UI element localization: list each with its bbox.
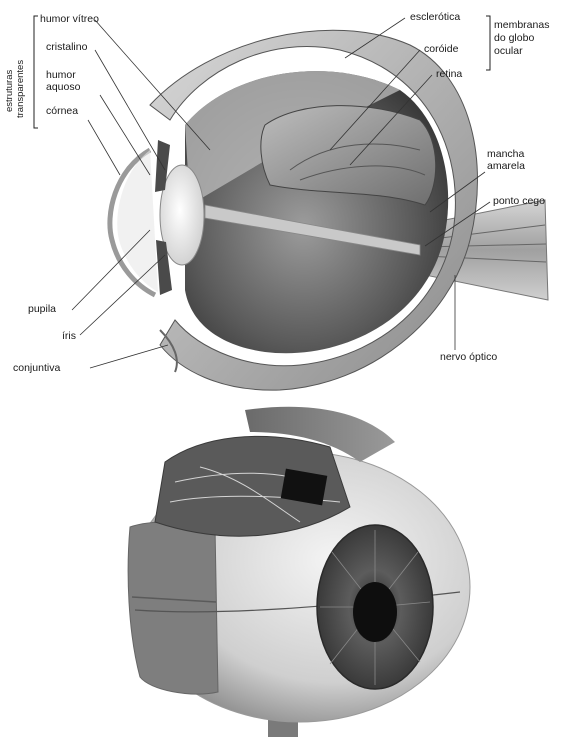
lateral-muscle (128, 522, 218, 694)
model-pupil (353, 582, 397, 642)
label-mancha-amarela-1: mancha (487, 149, 524, 160)
group-label-transparent-structures: estruturas (5, 70, 15, 112)
label-humor-aquoso-2: aquoso (46, 82, 80, 93)
label-cristalino: cristalino (46, 42, 87, 53)
label-cornea: córnea (46, 106, 78, 117)
group-label-eye-membranes-2: do globo (494, 33, 534, 44)
label-ponto-cego: ponto cego (493, 196, 545, 207)
label-humor-aquoso-1: humor (46, 70, 76, 81)
eye-cross-section-diagram (0, 0, 568, 402)
eye-3d-model-illustration (0, 402, 568, 740)
group-label-eye-membranes-1: membranas (494, 20, 549, 31)
label-nervo-optico: nervo óptico (440, 352, 497, 363)
label-coroide: coróide (424, 44, 458, 55)
label-retina: retina (436, 69, 462, 80)
label-pupila: pupila (28, 304, 56, 315)
label-mancha-amarela-2: amarela (487, 161, 525, 172)
group-label-eye-membranes-3: ocular (494, 46, 523, 57)
group-label-transparent-structures-2: transparentes (16, 60, 26, 118)
label-conjuntiva: conjuntiva (13, 363, 60, 374)
label-humor-vitreo: humor vítreo (40, 14, 99, 25)
label-iris: íris (62, 331, 76, 342)
label-esclerotica: esclerótica (410, 12, 460, 23)
